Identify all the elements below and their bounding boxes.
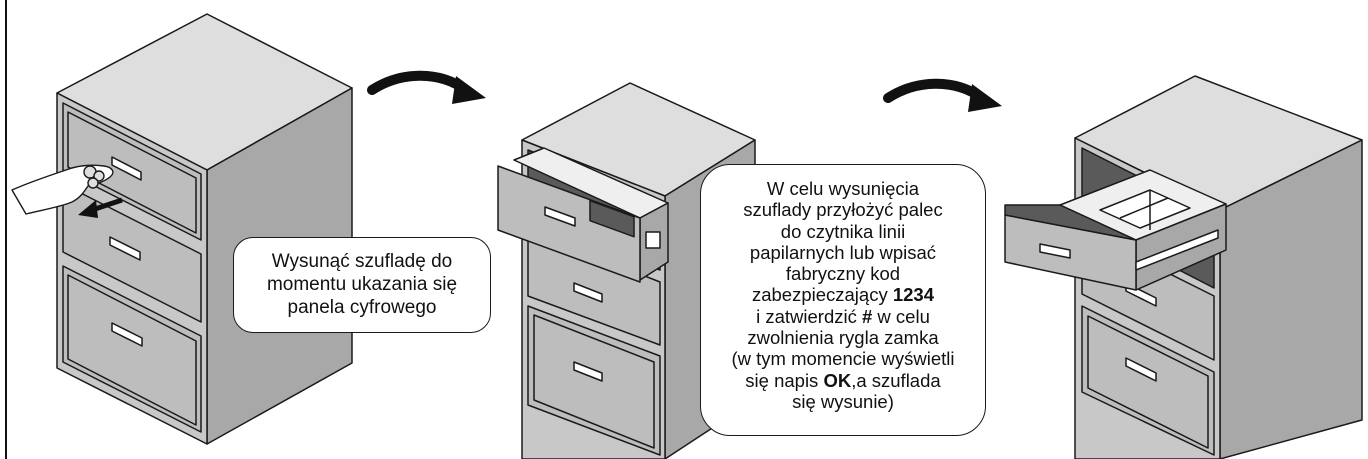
hand-icon	[11, 164, 114, 215]
curved-arrow-icon	[883, 78, 987, 103]
step-2-line-7-prefix: i zatwierdzić	[756, 305, 862, 327]
step-2-instruction-callout: W celu wysunięcia szuflady przyłożyć pal…	[700, 164, 986, 436]
factory-code: 1234	[892, 284, 935, 306]
confirm-key: #	[862, 305, 873, 327]
step-2-line-7-suffix: w celu	[872, 305, 930, 327]
cabinet-3-drawer-3	[1081, 305, 1215, 456]
cabinet-2-drawer-3	[527, 305, 661, 456]
cabinet-2-handle-2	[573, 282, 603, 303]
step-1-line-1: Wysunąć szufladę do	[271, 251, 453, 272]
step-2-line-8: zwolnienia rygla zamka	[747, 327, 939, 349]
step-1-instruction-callout: Wysunąć szufladę do momentu ukazania się…	[233, 237, 491, 333]
curved-arrow-icon	[367, 70, 471, 95]
cabinet-3-handle-1	[1039, 243, 1071, 259]
cabinet-2-handle-3	[573, 361, 603, 382]
cabinet-1-handle-1	[111, 156, 142, 181]
step-2-line-10: się napis OK,a szuflada	[701, 370, 985, 391]
cabinet-1-handle-3	[111, 322, 143, 347]
left-frame-border	[5, 0, 7, 459]
cabinet-3	[1004, 75, 1363, 459]
step-2-line-1: W celu wysunięcia	[766, 178, 920, 199]
step-2-line-4: papilarnych lub wpisać	[749, 241, 937, 263]
step-2-line-5: fabryczny kod	[785, 263, 901, 285]
step-2-line-3: do czytnika linii	[780, 220, 906, 242]
step-2-line-10-suffix: ,a szuflada	[851, 369, 941, 391]
cabinet-1-handle-2	[109, 236, 141, 261]
step-2-line-11: się wysunie)	[792, 390, 894, 412]
step-2-line-9: (w tym momencie wyświetli	[731, 348, 955, 370]
cabinet-1	[56, 13, 353, 445]
cabinet-1-drawer-3	[62, 265, 202, 433]
cabinet-2-handle-1	[544, 206, 576, 227]
ok-text: OK	[823, 369, 852, 391]
step-2-line-6: zabezpieczający 1234	[701, 284, 985, 305]
pull-arrow-icon	[78, 197, 123, 218]
keypad-icon	[589, 199, 661, 249]
step-2-line-2: szuflady przyłożyć palec	[743, 199, 943, 221]
step-2-line-7: i zatwierdzić # w celu	[701, 306, 985, 327]
step-1-line-3: panela cyfrowego	[287, 297, 437, 318]
step-2-line-6-prefix: zabezpieczający	[751, 284, 893, 306]
step-2-line-10-prefix: się napis	[745, 369, 824, 391]
step-1-line-2: momentu ukazania się	[266, 274, 458, 295]
cabinet-3-handle-3	[1125, 357, 1157, 382]
